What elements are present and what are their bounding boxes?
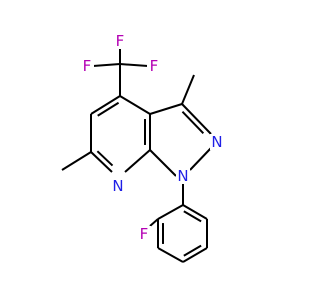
bond-n1-c7a (149, 149, 177, 177)
bond-phenyl-3 (157, 247, 184, 263)
bond-phenyl-2 (182, 247, 208, 263)
bond-c7a-n7 (124, 149, 151, 173)
fluorine-label-cf3-top: F (116, 32, 125, 50)
bond-c6-methyl (61, 151, 92, 171)
bond-c5-c4-double (97, 101, 120, 117)
nitrogen-atom-n1: N (176, 167, 190, 185)
fluorine-atom-phenyl: F (137, 225, 151, 243)
fluorine-label-phenyl: F (140, 225, 149, 243)
bond-c3a-c3 (149, 103, 183, 115)
bond-c3-n2-double (181, 110, 205, 134)
bond-cf3-f-left (92, 63, 121, 67)
fluorine-atom-cf3-left: F (80, 57, 94, 75)
fluorine-label-cf3-right: F (150, 57, 159, 75)
nitrogen-label-n1: N (177, 167, 188, 185)
bond-c3-n2 (181, 103, 212, 135)
bond-n7-c6-double (96, 150, 114, 167)
bond-n7-c6 (90, 151, 113, 173)
bond-c5-c4 (90, 95, 121, 115)
fluorine-atom-cf3-right: F (147, 57, 161, 75)
bond-phenyl-f (149, 218, 159, 227)
fluorine-label-cf3-left: F (83, 57, 92, 75)
atom-labels: F F F F N N N (80, 32, 224, 243)
bond-phenyl-2-double (183, 244, 202, 257)
bond-c3-methyl (181, 74, 195, 105)
bond-c4-c3a (119, 95, 151, 115)
bonds (61, 48, 212, 263)
fluorine-atom-cf3-top: F (113, 32, 127, 50)
nitrogen-atom-n2: N (210, 133, 224, 151)
nitrogen-atom-n7: N (111, 177, 125, 195)
nitrogen-label-n2: N (211, 133, 222, 151)
bond-phenyl-0 (182, 204, 208, 220)
bond-phenyl-5 (157, 204, 184, 220)
bond-n2-n1 (189, 147, 212, 171)
bond-phenyl-0-double (183, 210, 202, 223)
nitrogen-label-n7: N (112, 177, 123, 195)
bond-cf3-f-right (119, 63, 149, 67)
molecule-diagram: F F F F N N N (61, 32, 224, 263)
